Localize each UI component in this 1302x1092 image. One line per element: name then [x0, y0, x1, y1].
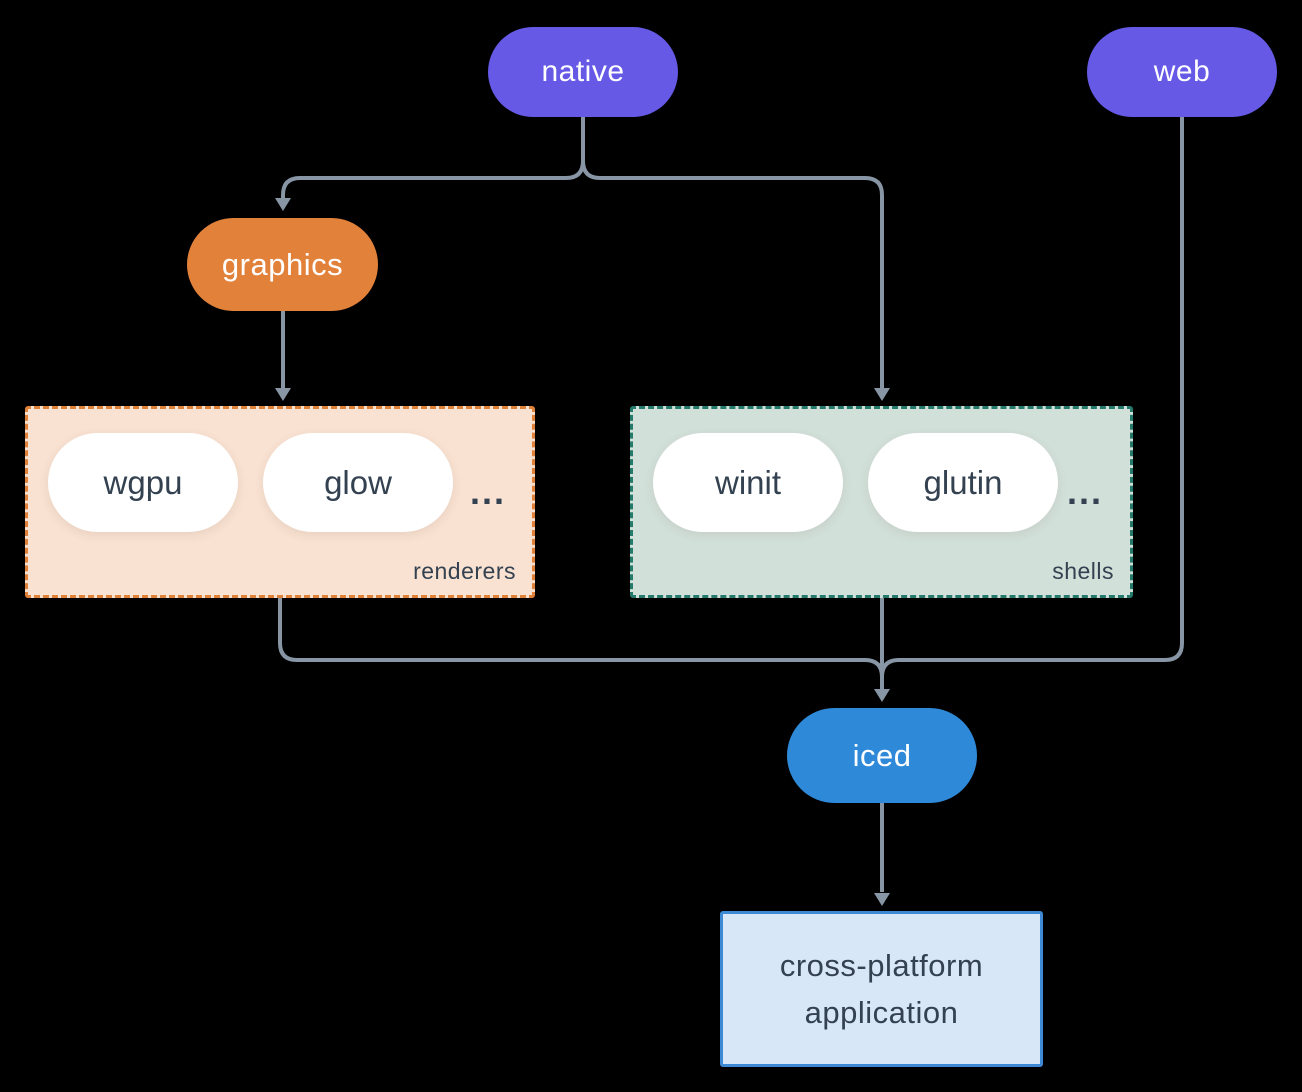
node-web: web [1087, 27, 1277, 117]
node-glow: glow [263, 433, 453, 532]
edge-native-graphics [281, 117, 585, 198]
node-native-label: native [541, 55, 625, 88]
group-shells-box: winit glutin ... shells [630, 406, 1133, 598]
node-iced-label: iced [852, 737, 912, 773]
node-native: native [488, 27, 678, 117]
renderers-ellipsis: ... [469, 471, 506, 512]
application-label-line2: application [804, 995, 959, 1030]
group-renderers-box: wgpu glow ... renderers [25, 406, 535, 598]
edge-web-iced [880, 117, 1184, 689]
node-iced: iced [787, 708, 977, 803]
node-graphics: graphics [187, 218, 378, 311]
edge-native-shells [581, 117, 884, 388]
node-web-label: web [1153, 55, 1211, 88]
edge-renderers-iced [278, 598, 884, 689]
shells-group-label: shells [1052, 558, 1114, 584]
node-glow-label: glow [324, 463, 392, 501]
arrowhead-iced [874, 689, 890, 702]
renderers-group-label: renderers [413, 558, 516, 584]
node-winit-label: winit [714, 463, 782, 501]
node-wgpu-label: wgpu [103, 463, 183, 501]
arrowhead-application [874, 893, 890, 906]
arrowhead-renderers [275, 388, 291, 401]
node-application-box: cross-platform application [720, 911, 1043, 1067]
node-wgpu: wgpu [48, 433, 238, 532]
arrowhead-shells [874, 388, 890, 401]
node-winit: winit [653, 433, 843, 532]
shells-ellipsis: ... [1066, 471, 1103, 512]
node-glutin: glutin [868, 433, 1058, 532]
node-glutin-label: glutin [923, 463, 1003, 501]
node-graphics-label: graphics [221, 246, 344, 282]
application-label-line1: cross-platform [779, 948, 984, 983]
arrowhead-graphics [275, 198, 291, 211]
